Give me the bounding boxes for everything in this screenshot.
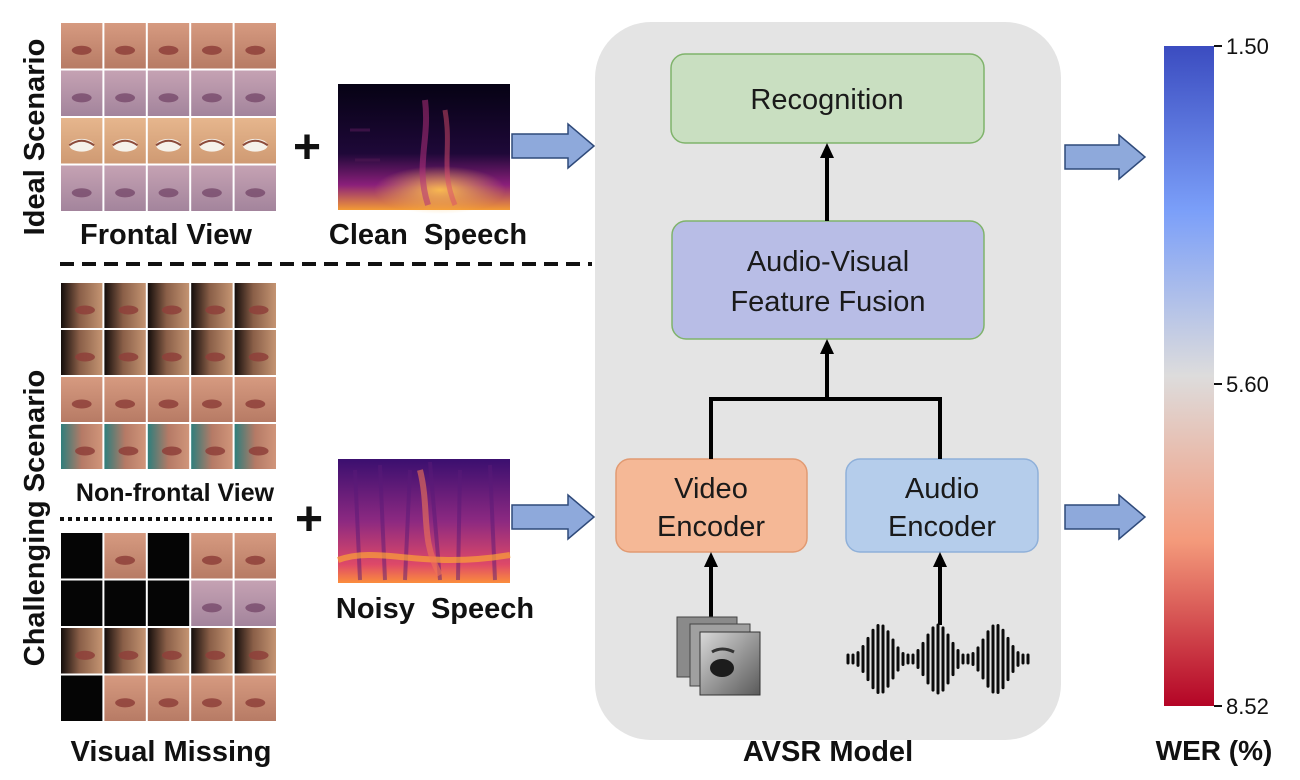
face-frame-tile	[234, 165, 276, 211]
output-arrow-ideal	[1064, 133, 1147, 181]
noisy-spectrogram	[336, 459, 511, 583]
face-frame-tile	[104, 70, 146, 116]
face-frame-tile	[104, 424, 146, 469]
recognition-box	[670, 53, 985, 144]
face-frame-tile	[191, 628, 233, 674]
face-frame-tile	[61, 23, 103, 69]
missing-frame-tile	[61, 580, 103, 626]
missing-frame-tile	[61, 533, 103, 579]
face-frame-tile	[147, 377, 190, 422]
input-arrow-challenging	[511, 493, 596, 541]
face-frame-tile	[147, 675, 190, 721]
missing-frame-tile	[104, 580, 146, 626]
face-frame-tile	[61, 118, 103, 164]
face-frame-tile	[104, 330, 146, 375]
grayscale-face-stack-icon	[676, 616, 761, 696]
video-encoder-label-line2: Encoder	[657, 511, 765, 543]
challenging-scenario-label: Challenging Scenario	[19, 370, 51, 667]
face-frame-tile	[234, 533, 276, 579]
output-arrow-challenging	[1064, 493, 1147, 541]
face-frame-tile	[191, 533, 233, 579]
video-encoder-label-line1: Video	[674, 473, 748, 505]
face-frame-tile	[191, 580, 233, 626]
colorbar-tick-label: 8.52	[1226, 694, 1269, 719]
face-frame-tile	[191, 118, 233, 164]
recognition-label: Recognition	[750, 84, 903, 116]
colorbar-tick-label: 1.50	[1226, 34, 1269, 59]
face-frame-tile	[191, 70, 233, 116]
avsr-model-title: AVSR Model	[743, 736, 913, 768]
model-connectors	[709, 156, 942, 625]
face-frame-tile	[147, 283, 190, 328]
ideal-scenario-label: Ideal Scenario	[19, 39, 51, 236]
face-frame-tile	[147, 118, 190, 164]
face-frame-tile	[234, 675, 276, 721]
frontal-view-label: Frontal View	[80, 219, 252, 251]
audio-waveform-icon	[846, 623, 1030, 695]
plus-sign-top: +	[293, 121, 321, 174]
wer-colorbar-label: WER (%)	[1156, 735, 1273, 766]
face-frame-tile	[104, 118, 146, 164]
visual-missing-face-grid	[61, 533, 276, 721]
face-frame-tile	[234, 580, 276, 626]
wer-colorbar	[1164, 46, 1214, 706]
feature-fusion-label-line2: Feature Fusion	[730, 286, 925, 318]
face-frame-tile	[191, 165, 233, 211]
face-frame-tile	[234, 283, 276, 328]
clean-speech-label: Clean Speech	[329, 219, 527, 251]
face-frame-tile	[234, 330, 276, 375]
face-frame-tile	[234, 377, 276, 422]
face-frame-tile	[61, 377, 103, 422]
face-frame-tile	[104, 675, 146, 721]
plus-sign-bottom: +	[295, 493, 323, 546]
face-frame-tile	[61, 283, 103, 328]
face-frame-tile	[234, 23, 276, 69]
audio-encoder-label-line1: Audio	[905, 473, 979, 505]
non-frontal-view-label: Non-frontal View	[76, 479, 275, 507]
face-frame-tile	[104, 628, 146, 674]
non-frontal-view-face-grid	[61, 283, 276, 469]
face-frame-tile	[191, 330, 233, 375]
face-frame-tile	[61, 424, 103, 469]
face-frame-tile	[104, 165, 146, 211]
face-frame-tile	[191, 23, 233, 69]
feature-fusion-box	[671, 220, 985, 340]
face-frame-tile	[147, 23, 190, 69]
face-frame-tile	[147, 330, 190, 375]
face-frame-tile	[234, 424, 276, 469]
face-frame-tile	[147, 70, 190, 116]
face-frame-tile	[61, 70, 103, 116]
face-frame-tile	[234, 628, 276, 674]
face-frame-tile	[147, 628, 190, 674]
face-frame-tile	[191, 424, 233, 469]
feature-fusion-label-line1: Audio-Visual	[747, 246, 909, 278]
colorbar-tick-label: 5.60	[1226, 372, 1269, 397]
visual-missing-label: Visual Missing	[71, 736, 272, 768]
face-frame-tile	[234, 118, 276, 164]
face-frame-tile	[147, 424, 190, 469]
audio-encoder-label-line2: Encoder	[888, 511, 996, 543]
face-frame-tile	[61, 330, 103, 375]
connector-arrowheads	[704, 143, 947, 567]
clean-spectrogram	[338, 84, 510, 214]
face-frame-tile	[61, 628, 103, 674]
face-frame-tile	[104, 377, 146, 422]
face-frame-tile	[104, 283, 146, 328]
noisy-speech-label: Noisy Speech	[336, 593, 534, 625]
face-frame-tile	[104, 23, 146, 69]
missing-frame-tile	[61, 675, 103, 721]
face-frame-tile	[147, 165, 190, 211]
missing-frame-tile	[147, 580, 190, 626]
frontal-view-face-grid	[61, 23, 276, 211]
face-frame-tile	[61, 165, 103, 211]
face-frame-tile	[191, 283, 233, 328]
face-frame-tile	[191, 675, 233, 721]
input-arrow-ideal	[511, 122, 596, 170]
missing-frame-tile	[147, 533, 190, 579]
face-frame-tile	[191, 377, 233, 422]
face-frame-tile	[104, 533, 146, 579]
face-frame-tile	[234, 70, 276, 116]
